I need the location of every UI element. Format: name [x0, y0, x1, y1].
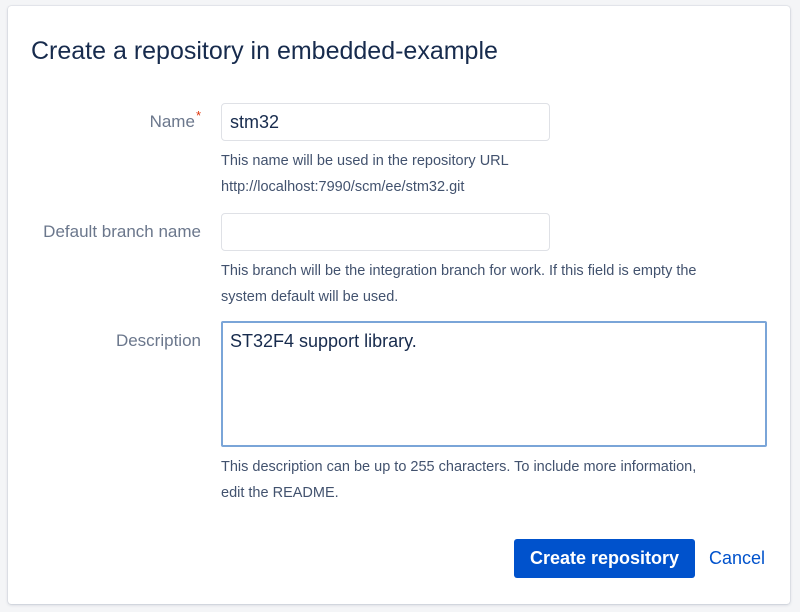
name-input[interactable]	[221, 103, 550, 141]
name-label-text: Name	[149, 112, 195, 131]
default-branch-label: Default branch name	[43, 222, 201, 241]
repository-url-preview: http://localhost:7990/scm/ee/stm32.git	[221, 179, 465, 195]
default-branch-help-text-line1: This branch will be the integration bran…	[221, 263, 697, 279]
cancel-button[interactable]: Cancel	[703, 539, 771, 578]
description-help-text-line2: edit the README.	[221, 485, 339, 501]
required-marker: *	[195, 108, 201, 123]
name-help-text: This name will be used in the repository…	[221, 153, 509, 169]
description-help-text-line1: This description can be up to 255 charac…	[221, 459, 697, 475]
description-textarea[interactable]: ST32F4 support library.	[221, 321, 767, 447]
dialog-title: Create a repository in embedded-example	[31, 37, 498, 65]
create-repository-button[interactable]: Create repository	[514, 539, 695, 578]
name-label: Name*	[149, 108, 201, 133]
default-branch-help-text-line2: system default will be used.	[221, 289, 399, 305]
description-label: Description	[115, 331, 201, 350]
create-repository-dialog	[8, 6, 790, 604]
default-branch-input[interactable]	[221, 213, 550, 251]
